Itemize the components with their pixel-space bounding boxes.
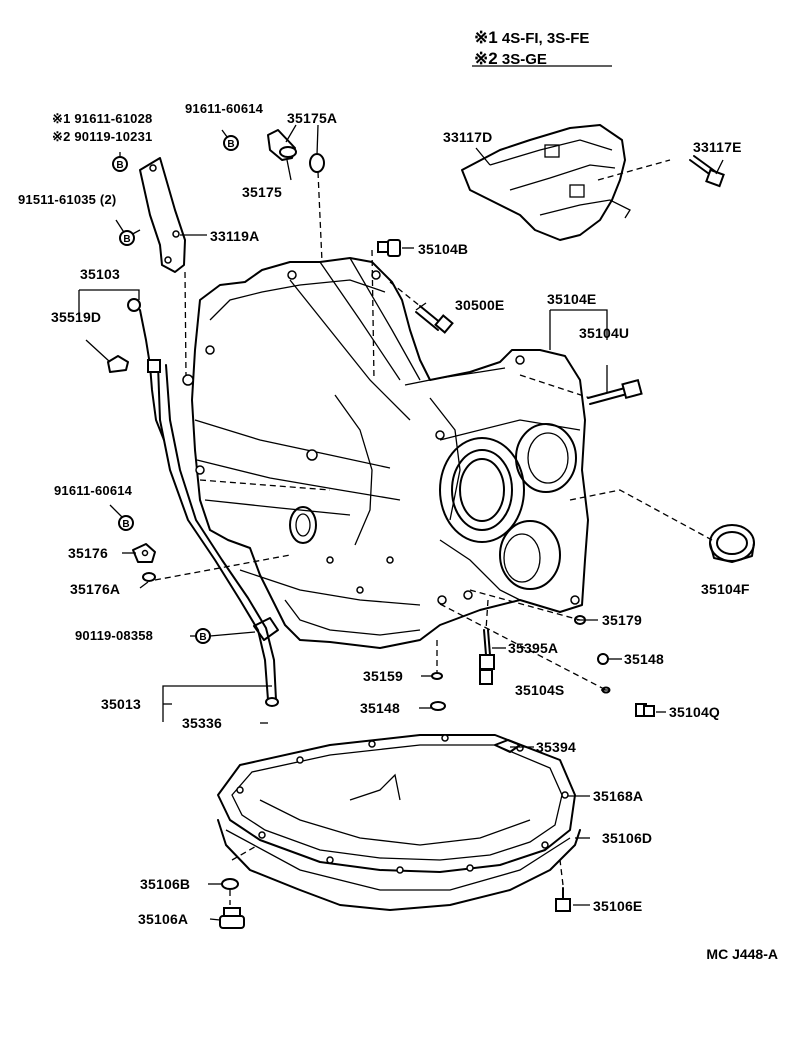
bolt-marker-35176: B: [118, 515, 134, 531]
part-label-35106d: 35106D: [602, 830, 653, 846]
transaxle-housing: [182, 257, 589, 649]
leader-lines: [78, 124, 724, 921]
part-label-33117e: 33117E: [693, 139, 742, 155]
part-label-35336: 35336: [182, 715, 222, 731]
cap-35519d: [107, 355, 129, 373]
sensor-35395a: [479, 629, 495, 685]
part-label-91511-61035: 91511-61035 (2): [18, 192, 117, 207]
bolt-35104q: [635, 703, 655, 717]
engine-legend: ※1 4S-FI, 3S-FE ※2 3S-GE: [474, 28, 589, 70]
part-label-33117d: 33117D: [443, 129, 493, 145]
part-label-30500e: 30500E: [455, 297, 505, 313]
part-label-35103: 35103: [80, 266, 120, 282]
plate-35176: [132, 543, 156, 563]
oil-filler-tube-35013: [147, 359, 279, 707]
bolt-marker-top-left: B: [112, 156, 128, 172]
o-ring-35175a: [309, 153, 325, 173]
part-label-35175: 35175: [242, 184, 282, 200]
washer-35148-lower: [430, 701, 446, 711]
legend-text-1: 4S-FI, 3S-FE: [501, 30, 590, 47]
part-label-35148-right: 35148: [624, 651, 664, 667]
part-label-33119a: 33119A: [210, 228, 260, 244]
part-label-90119-10231: ※2 90119-10231: [52, 129, 153, 144]
o-ring-35176a: [142, 572, 156, 582]
legend-symbol-1: ※1: [474, 28, 498, 47]
washer-35148-right: [597, 653, 609, 665]
bolt-marker-tube: B: [195, 628, 211, 644]
part-label-35106e: 35106E: [593, 898, 643, 914]
dipstick-35103: [127, 298, 165, 441]
bolt-35104u: [587, 378, 643, 405]
legend-text-2: 3S-GE: [501, 51, 547, 68]
part-label-91611-60614-mid: 91611-60614: [54, 483, 133, 498]
gasket-35394: [494, 739, 521, 753]
tube-bracket: [253, 617, 279, 641]
bolt-30500e: [415, 305, 454, 334]
dashed-assembly-lines: [154, 159, 713, 905]
part-label-35106a: 35106A: [138, 911, 189, 927]
bolt-marker-33119a: B: [119, 230, 135, 246]
legend-symbol-2: ※2: [474, 49, 498, 68]
part-label-91611-61028: ※1 91611-61028: [52, 111, 153, 126]
speed-sensor-35175: [267, 129, 297, 161]
transaxle-cover-33117d: [461, 124, 631, 241]
svg-text:B: B: [116, 160, 123, 171]
drain-plug-35106a: [219, 907, 245, 929]
part-label-35148-left: 35148: [360, 700, 400, 716]
part-label-35519d: 35519D: [51, 309, 102, 325]
part-label-90119-08358: 90119-08358: [75, 628, 154, 643]
svg-text:B: B: [199, 632, 206, 643]
part-label-35104u: 35104U: [579, 325, 630, 341]
part-label-35395a: 35395A: [508, 640, 559, 656]
part-label-35159: 35159: [363, 668, 403, 684]
bolt-33117e: [689, 155, 725, 188]
part-label-35104q: 35104Q: [669, 704, 721, 720]
part-label-35176: 35176: [68, 545, 108, 561]
part-label-35104e: 35104E: [547, 291, 597, 307]
bracket-33119a: [139, 157, 186, 273]
part-label-35104s: 35104S: [515, 682, 565, 698]
part-label-91611-60614-top: 91611-60614: [185, 101, 264, 116]
gasket-35106b: [221, 878, 239, 890]
svg-text:B: B: [227, 139, 234, 150]
part-label-35394: 35394: [536, 739, 576, 755]
part-label-35176a: 35176A: [70, 581, 121, 597]
part-label-35104f: 35104F: [701, 581, 750, 597]
bolt-markers: B B B B B: [112, 135, 239, 644]
oil-seal-35104f: [709, 524, 755, 563]
part-label-35104b: 35104B: [418, 241, 469, 257]
oil-pan: [217, 734, 581, 911]
legend-line-1: ※1 4S-FI, 3S-FE: [474, 28, 589, 49]
legend-line-2: ※2 3S-GE: [474, 49, 589, 70]
bolt-35104b: [377, 239, 401, 257]
part-label-35106b: 35106B: [140, 876, 191, 892]
part-label-35175a: 35175A: [287, 110, 338, 126]
figure-code: MC J448-A: [706, 946, 778, 962]
svg-text:B: B: [122, 519, 129, 530]
bolt-marker-35175: B: [223, 135, 239, 151]
part-label-35013: 35013: [101, 696, 141, 712]
bolt-35106e: [555, 887, 571, 912]
svg-text:B: B: [123, 234, 130, 245]
part-label-35168a: 35168A: [593, 788, 644, 804]
o-ring-35159: [431, 672, 443, 680]
part-label-35179: 35179: [602, 612, 642, 628]
